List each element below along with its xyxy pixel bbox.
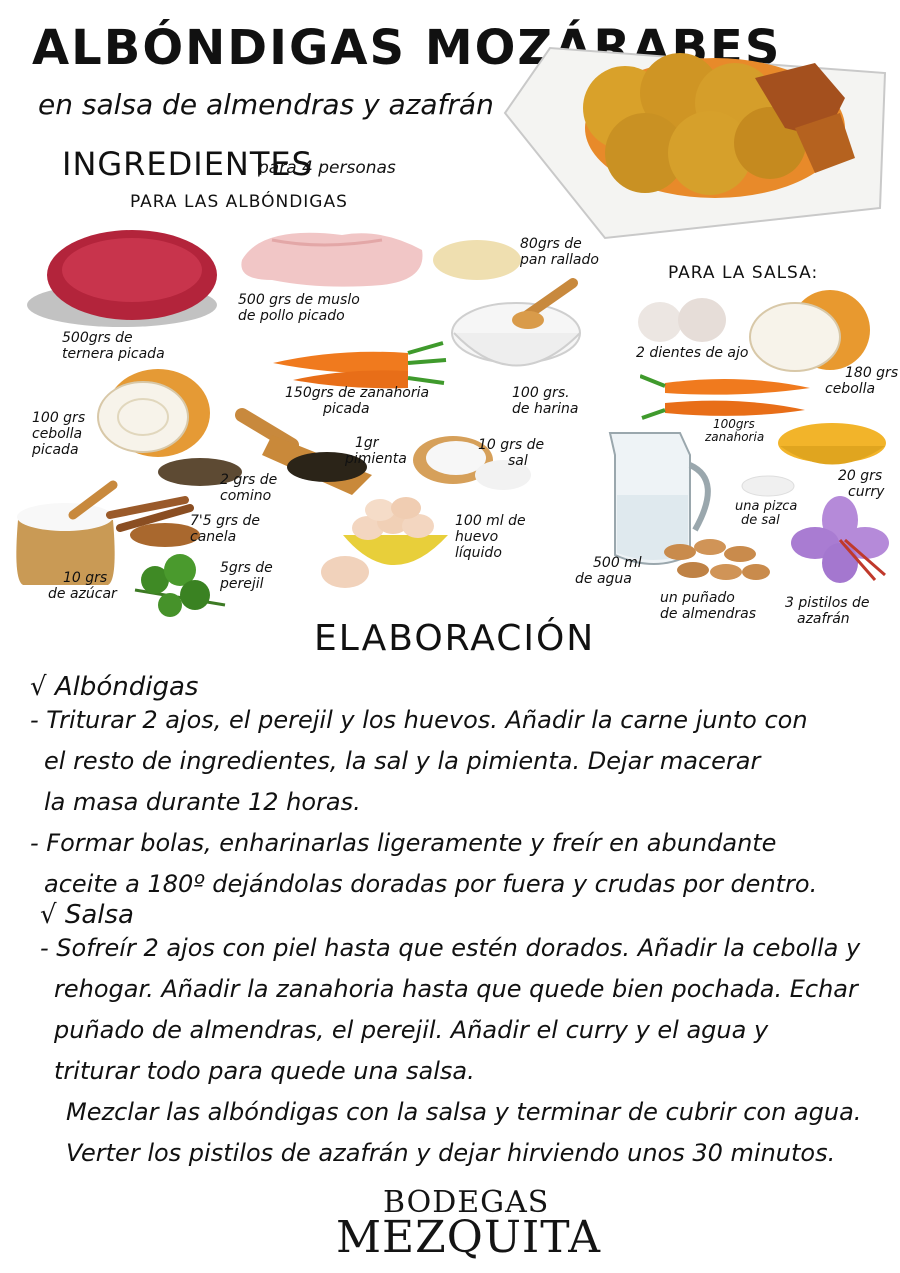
sauce-label-garlic: 2 dientes de ajo (636, 345, 749, 361)
step-line: - Triturar 2 ajos, el perejil y los huev… (30, 706, 808, 734)
ingredient-label-flour: 100 grs.de harina (512, 385, 579, 417)
sauce-carrots-illustration (640, 374, 810, 420)
pepper-scoop-illustration (235, 408, 372, 495)
step-line: Mezclar las albóndigas con la salsa y te… (66, 1098, 862, 1126)
sauce-ingredients-heading: PARA LA SALSA: (668, 263, 819, 283)
breadcrumbs-illustration (433, 240, 521, 280)
servings-label: para 4 personas (258, 158, 396, 178)
brand-logo-line2: MEZQUITA (336, 1212, 601, 1263)
meatballs-steps: - Triturar 2 ajos, el perejil y los huev… (30, 700, 880, 905)
almonds-illustration (664, 539, 770, 580)
carrots-illustration (273, 341, 447, 389)
parsley-illustration (134, 554, 226, 617)
preparation-heading: ELABORACIÓN (314, 618, 596, 659)
sugar-sack-illustration (16, 480, 118, 585)
meatballs-ingredients-heading: PARA LAS ALBÓNDIGAS (130, 192, 348, 212)
brand-logo-line1: BODEGAS (383, 1185, 550, 1220)
step-line: aceite a 180º dejándolas doradas por fue… (44, 870, 818, 898)
salt-pinch-illustration (741, 475, 795, 497)
flour-bowl-illustration (451, 278, 581, 367)
saffron-flower-illustration (791, 496, 889, 583)
egg-illustration (321, 556, 369, 588)
sauce-onion-illustration (749, 290, 870, 372)
meatballs-section-heading: √ Albóndigas (30, 672, 199, 702)
curry-bowl-illustration (778, 423, 886, 465)
step-line: - Formar bolas, enharinarlas ligeramente… (30, 829, 777, 857)
onion-half-illustration (97, 369, 210, 457)
ingredients-heading: INGREDIENTES (62, 145, 313, 183)
garlic-illustration (638, 298, 726, 342)
water-jug-illustration (608, 432, 711, 565)
cumin-pile-illustration (158, 458, 242, 486)
step-line: la masa durante 12 horas. (44, 788, 361, 816)
chicken-thigh-illustration (241, 232, 423, 287)
meatball-dish-illustration (503, 46, 887, 240)
sauce-section-heading: √ Salsa (40, 900, 134, 930)
step-line: - Sofreír 2 ajos con piel hasta que esté… (40, 934, 861, 962)
final-steps: Mezclar las albóndigas con la salsa y te… (66, 1092, 886, 1174)
cinnamon-sticks-illustration (106, 496, 200, 547)
step-line: rehogar. Añadir la zanahoria hasta que q… (54, 975, 858, 1003)
ground-beef-illustration (27, 230, 217, 327)
salt-scoop-illustration (413, 436, 531, 490)
step-line: el resto de ingredientes, la sal y la pi… (44, 747, 761, 775)
recipe-subtitle: en salsa de almendras y azafrán (38, 88, 494, 121)
eggs-basket-illustration (343, 497, 448, 565)
step-line: puñado de almendras, el perejil. Añadir … (54, 1016, 769, 1044)
sauce-steps: - Sofreír 2 ajos con piel hasta que esté… (40, 928, 890, 1092)
step-line: triturar todo para quede una salsa. (54, 1057, 475, 1085)
step-line: Verter los pistilos de azafrán y dejar h… (66, 1139, 836, 1167)
